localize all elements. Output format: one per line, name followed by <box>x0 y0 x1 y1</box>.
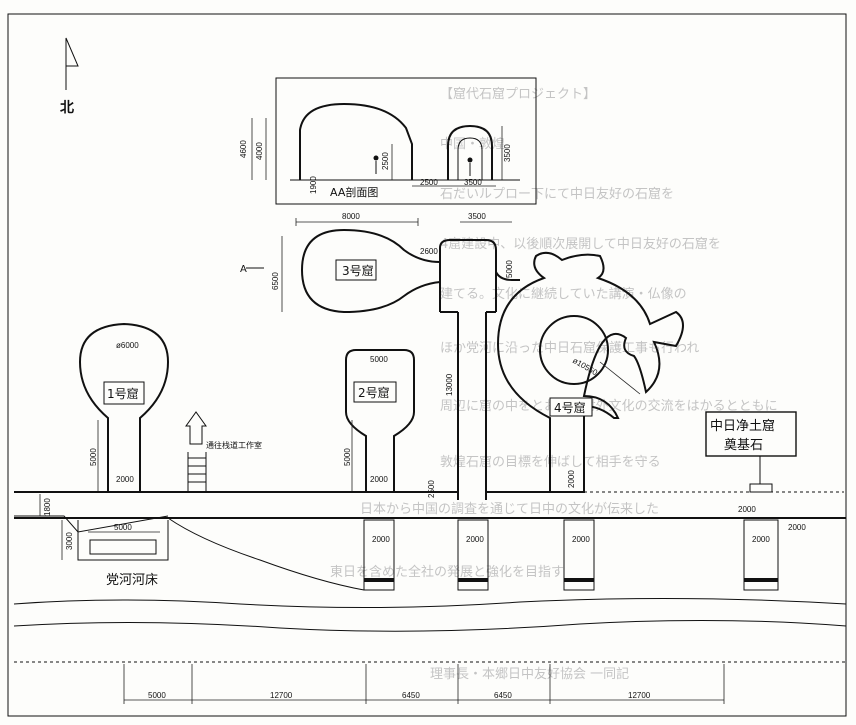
stair-note: 通往栈道工作室 <box>206 440 262 450</box>
ground-lines: 1800 5000 3000 党河河床 2000 2000 2000 2000 … <box>13 491 847 663</box>
cave-1-diameter: ø6000 <box>116 341 139 350</box>
ghost-line: 理事長・本郷日中友好協会 一同記 <box>430 666 629 682</box>
bottom-dimension-chain: 5000 12700 6450 6450 12700 <box>123 664 725 704</box>
jingtu-line1: 中日净土窟 <box>710 418 775 434</box>
section-dim: 2500 <box>381 152 390 170</box>
ghost-line: 中国・敦煌 <box>440 136 505 152</box>
passage-dim: 2500 <box>427 480 436 498</box>
jingtu-cave-box: 中日净土窟 奠基石 <box>705 411 797 493</box>
ghost-line: 東日を含めた全社の発展と強化を目指す <box>330 564 564 580</box>
door-dim: 2000 <box>738 505 756 514</box>
section-dim: 4600 <box>239 140 248 158</box>
cave-4-label: 4号窟 <box>554 400 586 415</box>
section-dim: 1900 <box>309 176 318 194</box>
door-dim: 2000 <box>752 535 770 544</box>
up-arrow-icon <box>185 411 207 445</box>
section-title: AA剖面图 <box>330 185 378 199</box>
riverbed-label: 党河河床 <box>106 573 158 588</box>
ghost-line: 日本から中国の調査を通じて日中の文化が伝来した <box>360 502 659 517</box>
cave-3-dim: 2600 <box>420 247 438 256</box>
cave-1-door: 2000 <box>116 475 134 484</box>
cave-3: 3号窟 8000 6500 A 2600 3500 5000 <box>240 212 514 314</box>
north-arrow: 北 <box>60 37 79 116</box>
cave-2-neck: 5000 <box>343 448 352 466</box>
ghost-text-block: 【窟代石窟プロジェクト】 中国・敦煌 石だいルプロー下にて中日友好の石窟を 4窟… <box>330 86 778 682</box>
passage-length: 13000 <box>445 373 454 396</box>
aa-section-view: 4600 4000 1900 2500 2500 3500 3500 AA剖面图 <box>239 77 537 205</box>
cave-3-dim: 5000 <box>505 260 514 278</box>
cave-2-door: 2000 <box>370 475 388 484</box>
cave-1-label: 1号窟 <box>107 386 139 401</box>
cave-3-width: 8000 <box>342 212 360 221</box>
door-dim: 2000 <box>788 523 806 532</box>
cave-1: ø6000 1号窟 5000 2000 <box>78 322 170 493</box>
cave-2-label: 2号窟 <box>358 385 390 400</box>
bottom-dim: 6450 <box>494 691 512 700</box>
door-dim: 2000 <box>372 535 390 544</box>
ground-dim: 1800 <box>43 498 52 516</box>
foundation-stone <box>749 483 773 493</box>
drawing-frame <box>7 13 847 717</box>
section-dim: 3500 <box>464 178 482 187</box>
cave-4-diameter: ø10550 <box>571 356 599 378</box>
cave-3-dim: 3500 <box>468 212 486 221</box>
section-dim: 4000 <box>255 142 264 160</box>
ghost-line: 【窟代石窟プロジェクト】 <box>440 86 596 102</box>
north-label: 北 <box>60 100 74 116</box>
bottom-dim: 12700 <box>628 691 651 700</box>
bottom-dim: 6450 <box>402 691 420 700</box>
bottom-dim: 12700 <box>270 691 293 700</box>
section-dim: 3500 <box>503 144 512 162</box>
stair-to-workshop: 通往栈道工作室 <box>185 411 262 492</box>
ghost-line: 建てる。文化に継続していた講演・仏像の <box>440 286 687 302</box>
ghost-line: ほか党河に沿った中日石窟保護工事も行われ <box>440 340 699 356</box>
door-dim: 2000 <box>572 535 590 544</box>
jingtu-line2: 奠基石 <box>724 437 763 453</box>
cave-2: 5000 2号窟 5000 2000 <box>343 349 415 493</box>
cave-1-neck: 5000 <box>89 448 98 466</box>
ghost-line: 石だいルプロー下にて中日友好の石窟を <box>440 186 674 202</box>
section-dim: 2500 <box>420 178 438 187</box>
section-frame <box>275 77 537 205</box>
bottom-dim: 5000 <box>148 691 166 700</box>
cave-3-label: 3号窟 <box>342 263 374 278</box>
cave-2-width: 5000 <box>370 355 388 364</box>
cave-4-door: 2000 <box>567 470 576 488</box>
cave-3-passage: 13000 2500 <box>427 239 520 500</box>
ghost-line: 4窟建設中、以後順次展開して中日友好の石窟を <box>440 236 721 252</box>
section-mark: A <box>240 264 247 275</box>
cave-3-height: 6500 <box>271 272 280 290</box>
door-dim: 2000 <box>466 535 484 544</box>
ground-dim: 5000 <box>114 523 132 532</box>
ground-dim: 3000 <box>65 532 74 550</box>
